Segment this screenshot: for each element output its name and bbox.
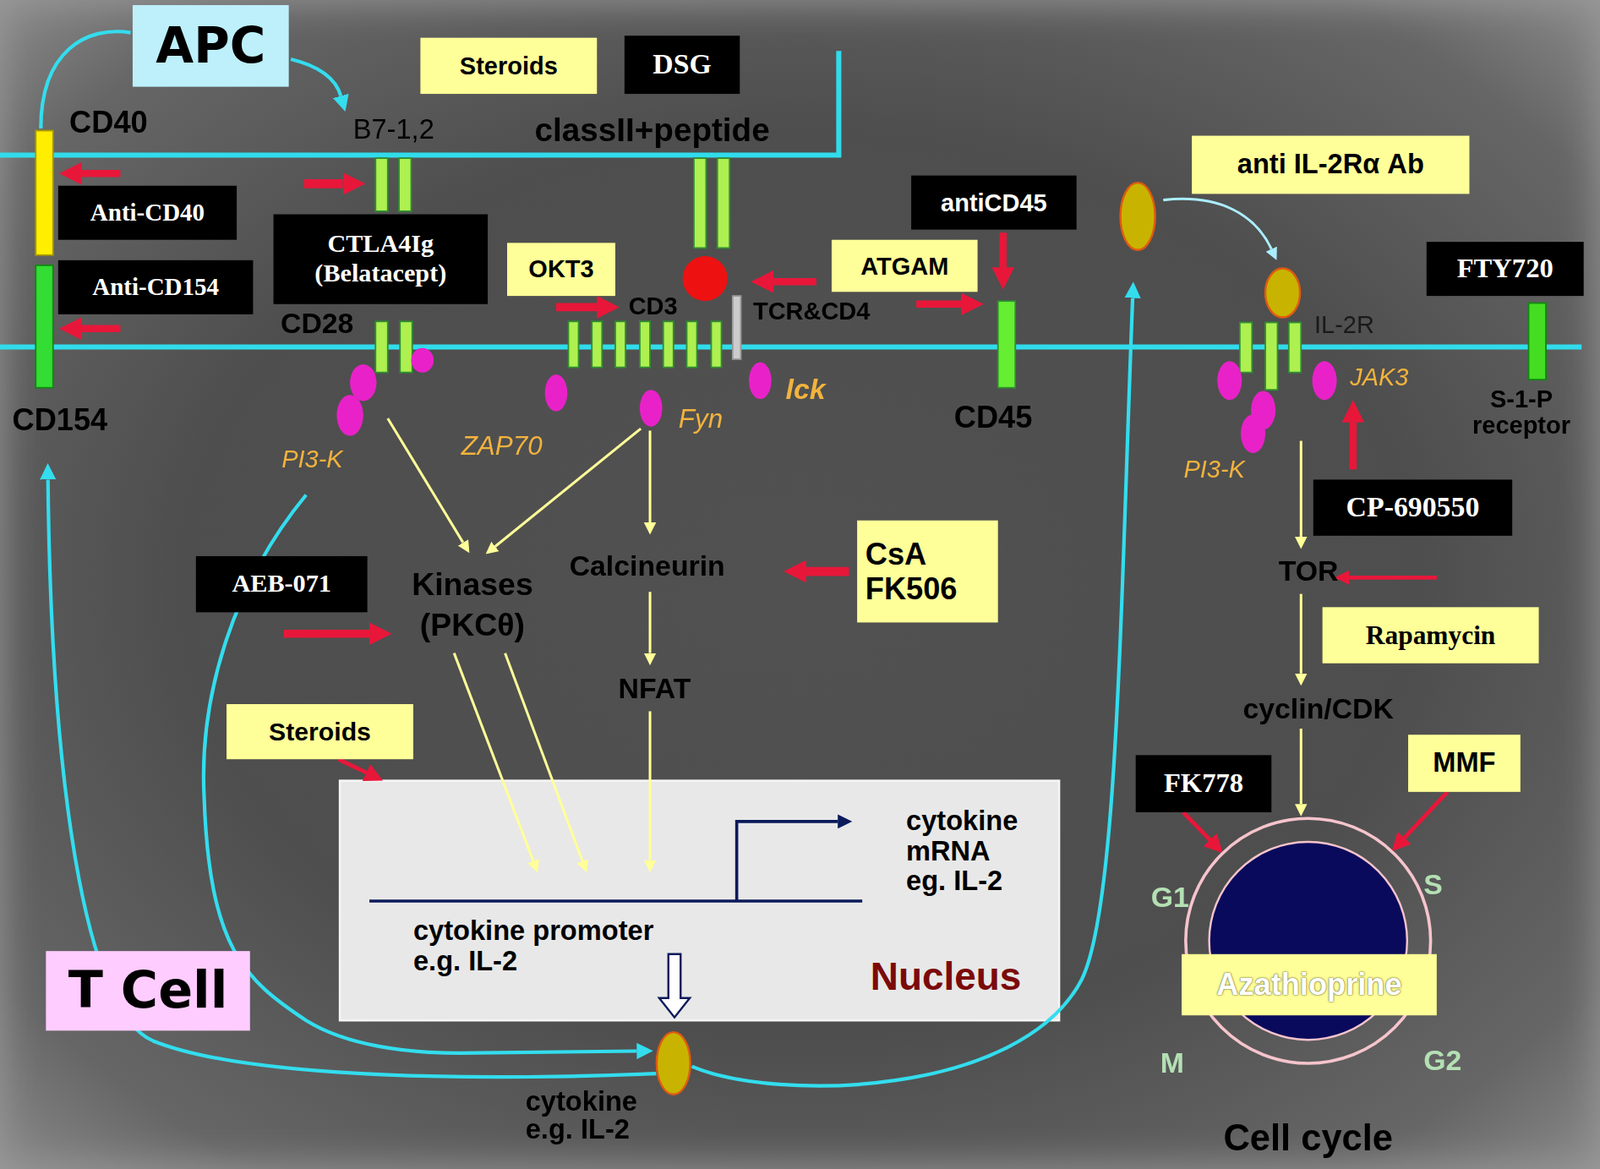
molecule-label: CD45 xyxy=(954,399,1033,434)
cytokine-text: cytokine e.g. IL-2 xyxy=(525,1086,664,1145)
box-text: CTLA4Ig (Belatacept) xyxy=(281,229,480,289)
molecule-label: PI3-K xyxy=(281,446,343,474)
nucleus-text: cytokine mRNA eg. IL-2 xyxy=(906,806,1024,898)
cell-cycle-ring xyxy=(1183,816,1433,1066)
drug-box: CP-690550 xyxy=(1313,479,1513,536)
box-text: Steroids xyxy=(459,51,558,80)
box-text: APC xyxy=(155,17,266,75)
molecule-label: CD28 xyxy=(280,308,354,340)
circle-title: Cell cycle xyxy=(1183,1117,1433,1158)
molecule-label: Fyn xyxy=(678,404,723,434)
drug-box: CTLA4Ig (Belatacept) xyxy=(273,214,489,305)
molecule-label: classII+peptide xyxy=(535,112,770,148)
box-text: antiCD45 xyxy=(940,188,1048,217)
drug-box: FTY720 xyxy=(1426,241,1584,296)
nucleus-box: cytokine mRNA eg. IL-2 cytokine promoter … xyxy=(339,780,1060,1022)
drug-box: DSG xyxy=(624,35,740,94)
arrow-head xyxy=(1392,831,1412,852)
arrow-shaft xyxy=(1403,791,1448,840)
drug-box: AEB-071 xyxy=(196,556,368,612)
molecule-label: cyclin/CDK xyxy=(1242,693,1393,726)
molecule-label: Kinases (PKCθ) xyxy=(385,564,559,647)
drug-box: ATGAM xyxy=(831,240,978,293)
box-text: AEB-071 xyxy=(232,569,332,600)
molecule-label: NFAT xyxy=(618,673,692,705)
box-text: FK778 xyxy=(1163,767,1244,799)
molecule-label: G1 xyxy=(1151,882,1190,914)
drug-box: Anti-CD154 xyxy=(58,260,254,315)
box-text: OKT3 xyxy=(528,255,594,284)
drug-box: MMF xyxy=(1408,734,1521,792)
nucleus-text: Nucleus xyxy=(870,955,1022,999)
drug-box: antiCD45 xyxy=(911,175,1077,230)
box-text: DSG xyxy=(652,48,712,82)
molecule-label: M xyxy=(1160,1048,1185,1080)
molecule-label: CD3 xyxy=(628,292,678,320)
molecule-label: Calcineurin xyxy=(569,551,726,583)
molecule-label: CD40 xyxy=(69,104,148,139)
molecule-label: CD154 xyxy=(11,403,108,437)
arrow-shaft xyxy=(1183,812,1212,841)
drug-box: anti IL-2Rα Ab xyxy=(1191,136,1469,195)
box-text: MMF xyxy=(1432,747,1496,779)
box-text: FTY720 xyxy=(1457,252,1554,284)
molecule-label: JAK3 xyxy=(1349,364,1409,392)
box-text: ATGAM xyxy=(860,251,949,280)
drug-box: CsA FK506 xyxy=(857,520,999,623)
cell-label: APC xyxy=(132,5,290,88)
cell-label: T Cell xyxy=(45,950,250,1031)
drug-box: Steroids xyxy=(420,38,597,94)
box-text: Anti-CD154 xyxy=(92,273,219,301)
box-text: Rapamycin xyxy=(1365,619,1496,650)
arrow-shaft xyxy=(338,759,369,774)
drug-band: Azathioprine xyxy=(1181,954,1437,1016)
molecule-label: TCR&CD4 xyxy=(753,298,870,326)
cell-cycle-circle: Cell cycleAzathioprine xyxy=(1183,816,1433,1066)
box-text: Azathioprine xyxy=(1216,966,1402,1003)
molecule-label: B7-1,2 xyxy=(353,114,435,146)
drug-box: Steroids xyxy=(226,704,414,760)
inhibition-arrow xyxy=(1183,812,1224,853)
box-text: CsA FK506 xyxy=(865,535,990,607)
molecule-label: lck xyxy=(786,374,826,406)
drug-box: Rapamycin xyxy=(1322,606,1540,663)
box-text: T Cell xyxy=(68,961,229,1021)
box-text: Anti-CD40 xyxy=(90,198,205,227)
molecule-label: IL-2R xyxy=(1314,311,1375,339)
molecule-label: TOR xyxy=(1278,556,1339,588)
molecule-label: S-1-P receptor xyxy=(1455,385,1589,440)
box-text: anti IL-2Rα Ab xyxy=(1237,148,1425,181)
box-text: CP-690550 xyxy=(1346,491,1480,525)
box-text: Steroids xyxy=(268,716,372,747)
drug-box: OKT3 xyxy=(507,242,616,296)
molecule-label: ZAP70 xyxy=(461,431,543,462)
nucleus-text: cytokine promoter e.g. IL-2 xyxy=(413,916,679,978)
molecule-label: G2 xyxy=(1423,1045,1462,1077)
drug-box: Anti-CD40 xyxy=(58,185,237,241)
arrow-head xyxy=(1203,833,1224,853)
arrow-head xyxy=(362,764,383,781)
cytokine-oval: cytokine e.g. IL-2 xyxy=(655,1030,692,1096)
molecule-label: PI3-K xyxy=(1183,456,1245,484)
molecule-label: S xyxy=(1423,869,1443,902)
cytokine-shape xyxy=(655,1030,692,1096)
inhibition-arrow xyxy=(1392,791,1448,852)
inhibition-arrow xyxy=(338,759,384,781)
drug-box: FK778 xyxy=(1135,754,1273,813)
